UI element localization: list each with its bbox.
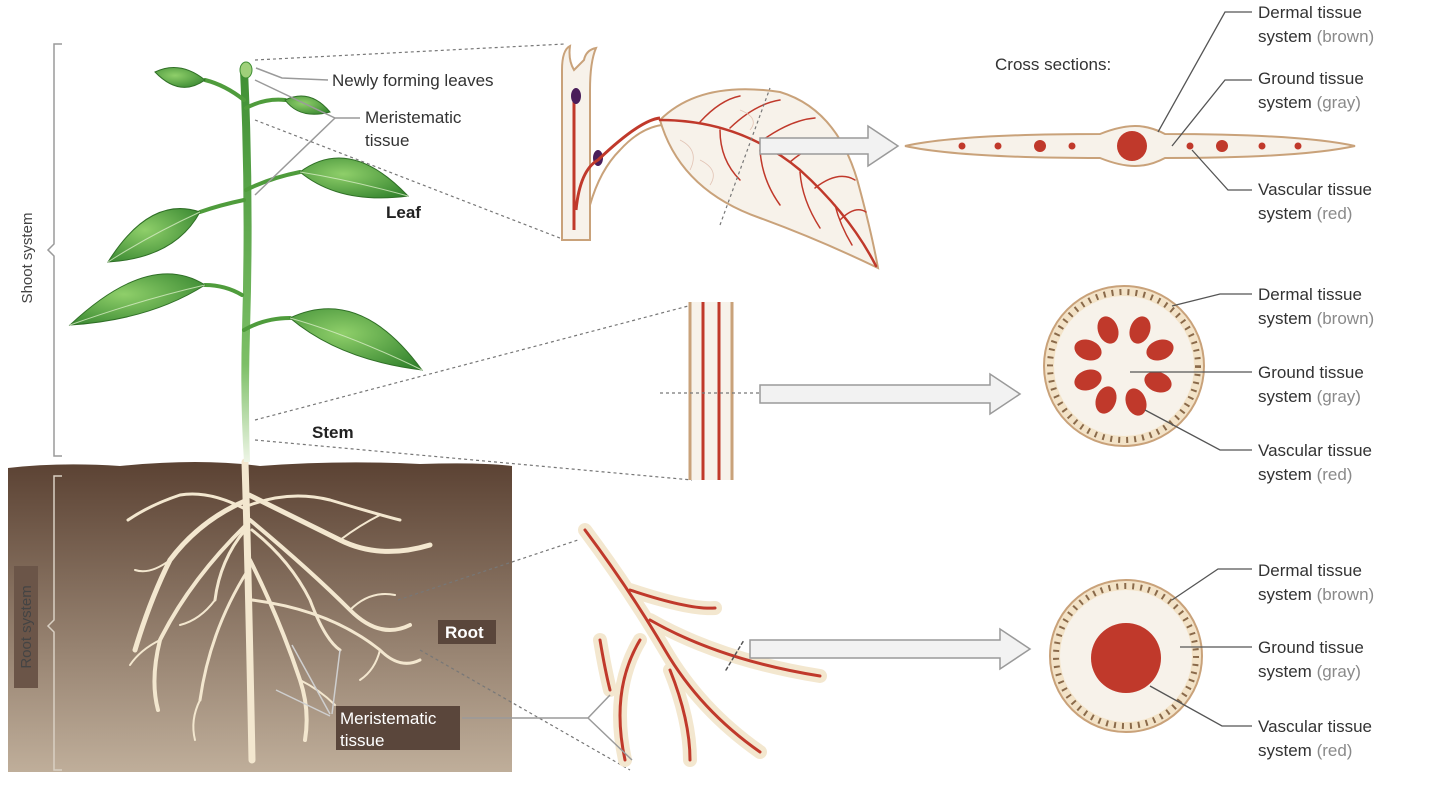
tissue-pointers bbox=[1130, 11, 1252, 727]
shoot-tip-detail bbox=[561, 44, 663, 241]
root-ground-label-line1: Ground tissue bbox=[1258, 638, 1364, 657]
leaf-vascular-label-line1: Vascular tissue bbox=[1258, 180, 1372, 199]
root-system-label: Root system bbox=[18, 585, 35, 668]
leaf-detail bbox=[658, 87, 880, 270]
top-meristem-label-line1: Meristematic bbox=[365, 108, 462, 127]
stem-tissue-labels: Dermal tissue system (brown) Ground tiss… bbox=[1258, 285, 1374, 484]
root-system-label-bg bbox=[14, 566, 38, 688]
cross-section-arrows bbox=[749, 124, 1032, 671]
shoot-system-bracket bbox=[46, 43, 62, 457]
shoot-apex-bud bbox=[239, 61, 253, 79]
stem-dermal-label-line1: Dermal tissue bbox=[1258, 285, 1362, 304]
root-network bbox=[126, 458, 433, 764]
leaf-tissue-labels: Dermal tissue system (brown) Ground tiss… bbox=[1258, 3, 1374, 223]
stem-vascular-label-line1: Vascular tissue bbox=[1258, 441, 1372, 460]
stem-dermal-label-line2: system (brown) bbox=[1258, 309, 1374, 328]
leaf-ground-label-line2: system (gray) bbox=[1258, 93, 1361, 112]
leaf-veins bbox=[69, 171, 423, 371]
zoom-lines bbox=[254, 43, 693, 771]
stem-detail bbox=[660, 302, 760, 480]
leaf-top-left bbox=[154, 67, 206, 88]
leaf-dermal-label-line1: Dermal tissue bbox=[1258, 3, 1362, 22]
apical-meristem bbox=[571, 88, 581, 104]
root-dermal-label-line1: Dermal tissue bbox=[1258, 561, 1362, 580]
newly-forming-leaves-pointer bbox=[255, 67, 329, 81]
root-meristem-bracket bbox=[462, 694, 633, 761]
root-meristem-pointers bbox=[275, 644, 341, 717]
cross-sections-heading: Cross sections: bbox=[995, 55, 1111, 74]
root-label-bg bbox=[438, 620, 496, 644]
stem-ground-label-line2: system (gray) bbox=[1258, 387, 1361, 406]
root-meristem-label-line2: tissue bbox=[340, 731, 384, 750]
leaf-dermal-label-line2: system (brown) bbox=[1258, 27, 1374, 46]
top-meristem-label-line2: tissue bbox=[365, 131, 409, 150]
soil bbox=[8, 462, 512, 772]
top-meristem-pointers bbox=[254, 79, 360, 196]
leaf-label: Leaf bbox=[386, 203, 421, 222]
stem-arrow bbox=[759, 372, 1022, 416]
root-system-bracket bbox=[46, 475, 62, 771]
leaf-ground-label-line1: Ground tissue bbox=[1258, 69, 1364, 88]
root-label: Root bbox=[445, 623, 484, 642]
newly-forming-leaves-label: Newly forming leaves bbox=[332, 71, 494, 90]
root-vascular-label-line1: Vascular tissue bbox=[1258, 717, 1372, 736]
root-arrow bbox=[749, 627, 1032, 671]
root-tissue-labels: Dermal tissue system (brown) Ground tiss… bbox=[1258, 561, 1374, 760]
leaf-lower-left bbox=[68, 273, 206, 326]
root-cross-section bbox=[1049, 579, 1203, 733]
root-ground-label-line2: system (gray) bbox=[1258, 662, 1361, 681]
stem bbox=[240, 70, 252, 462]
stem-ground-label-line1: Ground tissue bbox=[1258, 363, 1364, 382]
stem-label: Stem bbox=[312, 423, 354, 442]
leaf-cross-section bbox=[904, 124, 1356, 168]
root-meristem-label-bg bbox=[336, 706, 460, 750]
root-dermal-label-line2: system (brown) bbox=[1258, 585, 1374, 604]
leaf-vascular-label-line2: system (red) bbox=[1258, 204, 1352, 223]
root-detail bbox=[578, 523, 827, 767]
leaf-arrow bbox=[759, 124, 900, 168]
stem-vascular-label-line2: system (red) bbox=[1258, 465, 1352, 484]
shoot-system-label: Shoot system bbox=[19, 213, 36, 304]
root-vascular-label-line2: system (red) bbox=[1258, 741, 1352, 760]
root-meristem-label-line1: Meristematic bbox=[340, 709, 437, 728]
stem-cross-section bbox=[1043, 285, 1205, 447]
